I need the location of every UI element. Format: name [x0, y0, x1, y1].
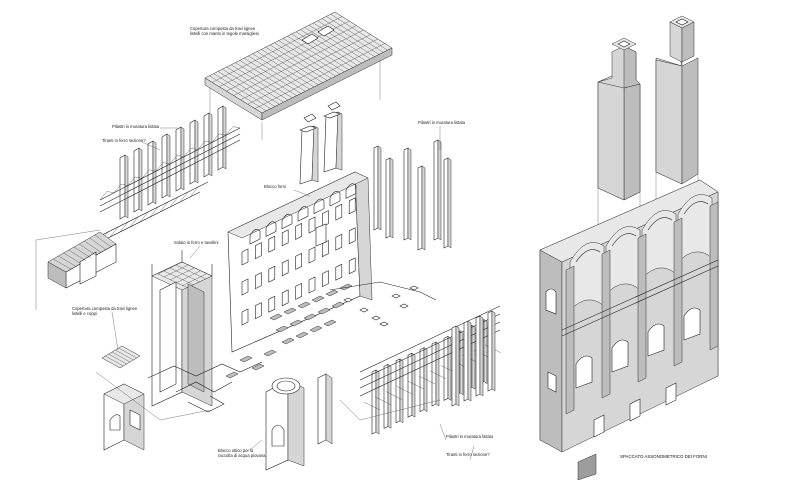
annotation-pillars-right-bottom: Pilastri in muratura listata [446, 434, 494, 439]
svg-text:raccolta di acqua piovana: raccolta di acqua piovana [218, 453, 266, 458]
chimney-base [265, 373, 333, 471]
svg-text:Copertura composta da travi li: Copertura composta da travi lignee [190, 26, 256, 31]
annotation-roof-lower-left: Copertura composta da travi lignee liste… [72, 306, 138, 316]
annotation-pillars-right-top: Pilastri in muratura listata [418, 120, 466, 125]
annotation-tower-hopper: Solaio in ferro e tavellini [174, 240, 219, 245]
annotation-leaders [35, 126, 475, 461]
svg-text:listelli con manto in tegole m: listelli con manto in tegole marsigliesi [190, 31, 259, 36]
exploded-axonometric: Copertura composta da travi lignee liste… [35, 11, 502, 471]
cutaway-caption: SPACCATO ASSONOMETRICO DEI FORNI [620, 454, 707, 459]
annotation-pillars-left: Pilastri in muratura listata [112, 124, 160, 129]
chimney-right [655, 15, 699, 185]
furnace-cutaway: SPACCATO ASSONOMETRICO DEI FORNI [539, 15, 719, 480]
left-pillar-row [59, 105, 241, 263]
annotation-furnace-bank: Blocco forni [264, 184, 286, 189]
annotation-chimney-base: Blocco ottico per la raccolta di acqua p… [218, 448, 266, 458]
small-wall-fragment [103, 383, 145, 451]
svg-text:Blocco ottico per la: Blocco ottico per la [218, 448, 254, 453]
svg-text:listelli e coppi: listelli e coppi [72, 311, 97, 316]
annotation-rods-left: Tiranti in ferro sezione? [102, 138, 146, 143]
annotation-rods-right: Tiranti in ferro sezione? [446, 452, 490, 457]
svg-text:Copertura composta da travi li: Copertura composta da travi lignee [72, 306, 138, 311]
right-pillars-top [373, 139, 452, 251]
furnace-block [539, 179, 719, 480]
lower-left-roof [47, 231, 141, 369]
right-frame-bottom [359, 305, 502, 435]
floor-plan [147, 281, 437, 413]
chimney-left [597, 37, 641, 201]
furnace-bank [227, 101, 373, 353]
roof-structure [204, 11, 393, 121]
tower-frame [151, 250, 213, 407]
annotation-roof: Copertura composta da travi lignee liste… [190, 26, 259, 36]
